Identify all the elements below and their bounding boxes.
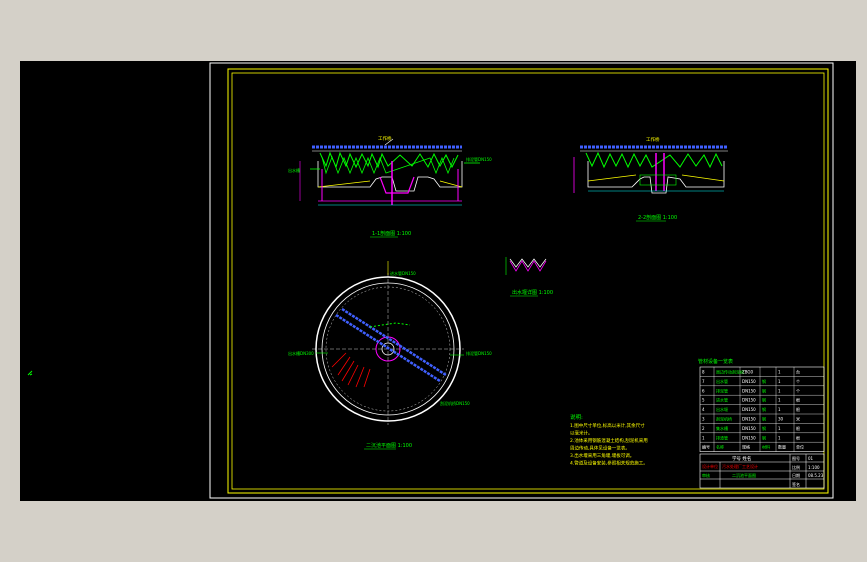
- title-block-scale-label: 比例: [792, 464, 800, 470]
- equipment-table-cell: 3: [702, 417, 705, 422]
- equipment-table-header-cell: 编号: [702, 444, 710, 450]
- equipment-table-cell: 6: [702, 388, 705, 393]
- cad-model-space[interactable]: 工作桥 出水槽 排泥管DN150 1-1剖面图 1:100 工作桥 2-2剖面图…: [20, 61, 856, 501]
- section-1-1-label-bridge: 工作桥: [378, 135, 392, 142]
- equipment-table-header-cell: 材料: [762, 444, 770, 450]
- equipment-table-cell: 排泥管: [716, 387, 728, 393]
- title-block-left-1: 设计单位: [702, 463, 718, 469]
- section-1-1-label-right: 排泥管DN150: [466, 156, 492, 162]
- equipment-table-cell: 1: [778, 407, 781, 412]
- equipment-table-cell: DN150: [742, 435, 756, 440]
- sheet-drawing-frame: [231, 72, 825, 490]
- section-1-1-drawing: [299, 138, 480, 206]
- equipment-table-cell: DN150: [742, 417, 756, 422]
- equipment-table-cell: 周边传动刮泥机: [716, 369, 744, 375]
- notes-line: 3.出水堰采用三角堰,堰板可调。: [570, 452, 634, 459]
- equipment-table-cell: 个: [796, 388, 800, 393]
- title-block-left-2: 审核: [702, 472, 710, 478]
- equipment-table-cell: 8: [702, 370, 705, 375]
- equipment-table-title: 管材设备一览表: [698, 358, 733, 365]
- equipment-table-cell: 1: [778, 435, 781, 440]
- title-block-date-value: 08.5.23: [808, 473, 824, 478]
- equipment-table-header-cell: 名称: [716, 444, 724, 450]
- equipment-table-cell: 集水槽: [716, 425, 728, 431]
- plan-label-sludge: 排泥管DN150: [466, 350, 492, 356]
- equipment-table-cell: 钢: [762, 434, 766, 440]
- notes-line: 1.图中尺寸单位,标高以米计,其余尺寸: [570, 422, 645, 429]
- title-block-date-label: 日期: [792, 472, 800, 478]
- notes-heading: 说明:: [570, 413, 583, 421]
- section-2-2-label-bridge: 工作桥: [646, 136, 660, 143]
- equipment-table-cell: DN150: [742, 426, 756, 431]
- equipment-table-cell: 钢: [762, 378, 766, 384]
- equipment-table-header-cell: 规格: [742, 444, 750, 450]
- equipment-table-cell: 根: [796, 406, 800, 412]
- equipment-table-cell: 1: [778, 379, 781, 384]
- title-block-project: 污水处理厂工艺设计: [722, 463, 758, 469]
- sheet-outer-border: [209, 62, 834, 499]
- equipment-table-cell: 个: [796, 379, 800, 384]
- equipment-table-cell: 1: [778, 388, 781, 393]
- equipment-table-cell: 钢: [762, 387, 766, 393]
- equipment-table-cell: 根: [796, 397, 800, 403]
- equipment-table-cell: ZBG0: [742, 370, 754, 375]
- equipment-table-cell: 30: [778, 417, 784, 422]
- equipment-table-cell: 钢: [762, 397, 766, 403]
- equipment-table-header-cell: 数量: [778, 444, 786, 450]
- title-block-sign-label: 签名: [792, 481, 800, 487]
- sheet-inner-border: [227, 68, 829, 494]
- plan-view-title: 二沉池平面图 1:100: [366, 442, 412, 449]
- cad-drawing-canvas[interactable]: 工作桥 出水槽 排泥管DN150 1-1剖面图 1:100 工作桥 2-2剖面图…: [20, 61, 856, 501]
- equipment-table-cell: 2: [702, 426, 705, 431]
- plan-label-outlet: 出水槽DN300: [288, 350, 314, 356]
- section-1-1-label-left: 出水槽: [288, 167, 300, 173]
- equipment-table-cell: 出水管: [716, 378, 728, 384]
- title-block-sheet-value: 01: [808, 456, 814, 461]
- notes-line: 2.池体采用钢筋混凝土结构,刮泥机采用: [570, 437, 648, 444]
- equipment-table-cell: 刮泥机桥: [716, 416, 732, 422]
- equipment-table-cell: DN150: [742, 407, 756, 412]
- equipment-table-cell: 1: [702, 435, 705, 440]
- equipment-table-cell: 1: [778, 426, 781, 431]
- title-block-sheet-label: 图号: [792, 455, 800, 461]
- section-2-2-drawing: [573, 145, 728, 194]
- equipment-table-cell: 根: [796, 434, 800, 440]
- notes-line: 周边传动,具体见设备一览表。: [570, 445, 630, 452]
- equipment-table-cell: 5: [702, 398, 705, 403]
- ucs-axis-icon: [27, 370, 33, 376]
- title-block-scale-value: 1:100: [808, 465, 820, 470]
- title-block-school: 学号 姓名: [732, 455, 751, 462]
- notes-block: 1.图中尺寸单位,标高以米计,其余尺寸以毫米计。2.池体采用钢筋混凝土结构,刮泥…: [570, 422, 648, 467]
- equipment-table-cell: 1: [778, 370, 781, 375]
- equipment-table-cell: 排渣管: [716, 434, 728, 440]
- weir-detail-drawing: [505, 257, 547, 275]
- equipment-table-cell: 出水堰: [716, 406, 728, 412]
- equipment-table-cell: 1: [778, 398, 781, 403]
- equipment-table-cell: 7: [702, 379, 705, 384]
- equipment-table-cell: 钢: [762, 416, 766, 422]
- equipment-table-cell: 米: [796, 416, 800, 422]
- equipment-table-cell: 钢: [762, 406, 766, 412]
- plan-label-inlet: 进水管DN150: [390, 270, 416, 276]
- section-1-1-title: 1-1剖面图 1:100: [372, 230, 411, 237]
- weir-detail-title: 出水堰详图 1:100: [512, 289, 553, 296]
- equipment-table-cell: DN150: [742, 388, 756, 393]
- notes-line: 4.管道及设备安装,参照相关规范施工。: [570, 460, 648, 467]
- equipment-table-cell: 钢: [762, 425, 766, 431]
- equipment-table-header-cell: 单位: [796, 444, 804, 450]
- equipment-table-border: [699, 366, 825, 452]
- equipment-table-cell: 4: [702, 407, 705, 412]
- plan-label-bridge: 刮泥机桥DN150: [440, 400, 470, 406]
- equipment-table-cell: DN150: [742, 398, 756, 403]
- equipment-table-cell: 台: [796, 369, 800, 375]
- title-block: [699, 453, 825, 489]
- equipment-table-cell: 进水管: [716, 397, 728, 403]
- plan-view-drawing: [312, 261, 464, 425]
- equipment-table-cell: DN150: [742, 379, 756, 384]
- title-block-drawing-name: 二沉池平面图: [732, 472, 756, 478]
- section-2-2-title: 2-2剖面图 1:100: [638, 214, 677, 221]
- equipment-table-cell: 根: [796, 425, 800, 431]
- notes-line: 以毫米计。: [570, 430, 593, 437]
